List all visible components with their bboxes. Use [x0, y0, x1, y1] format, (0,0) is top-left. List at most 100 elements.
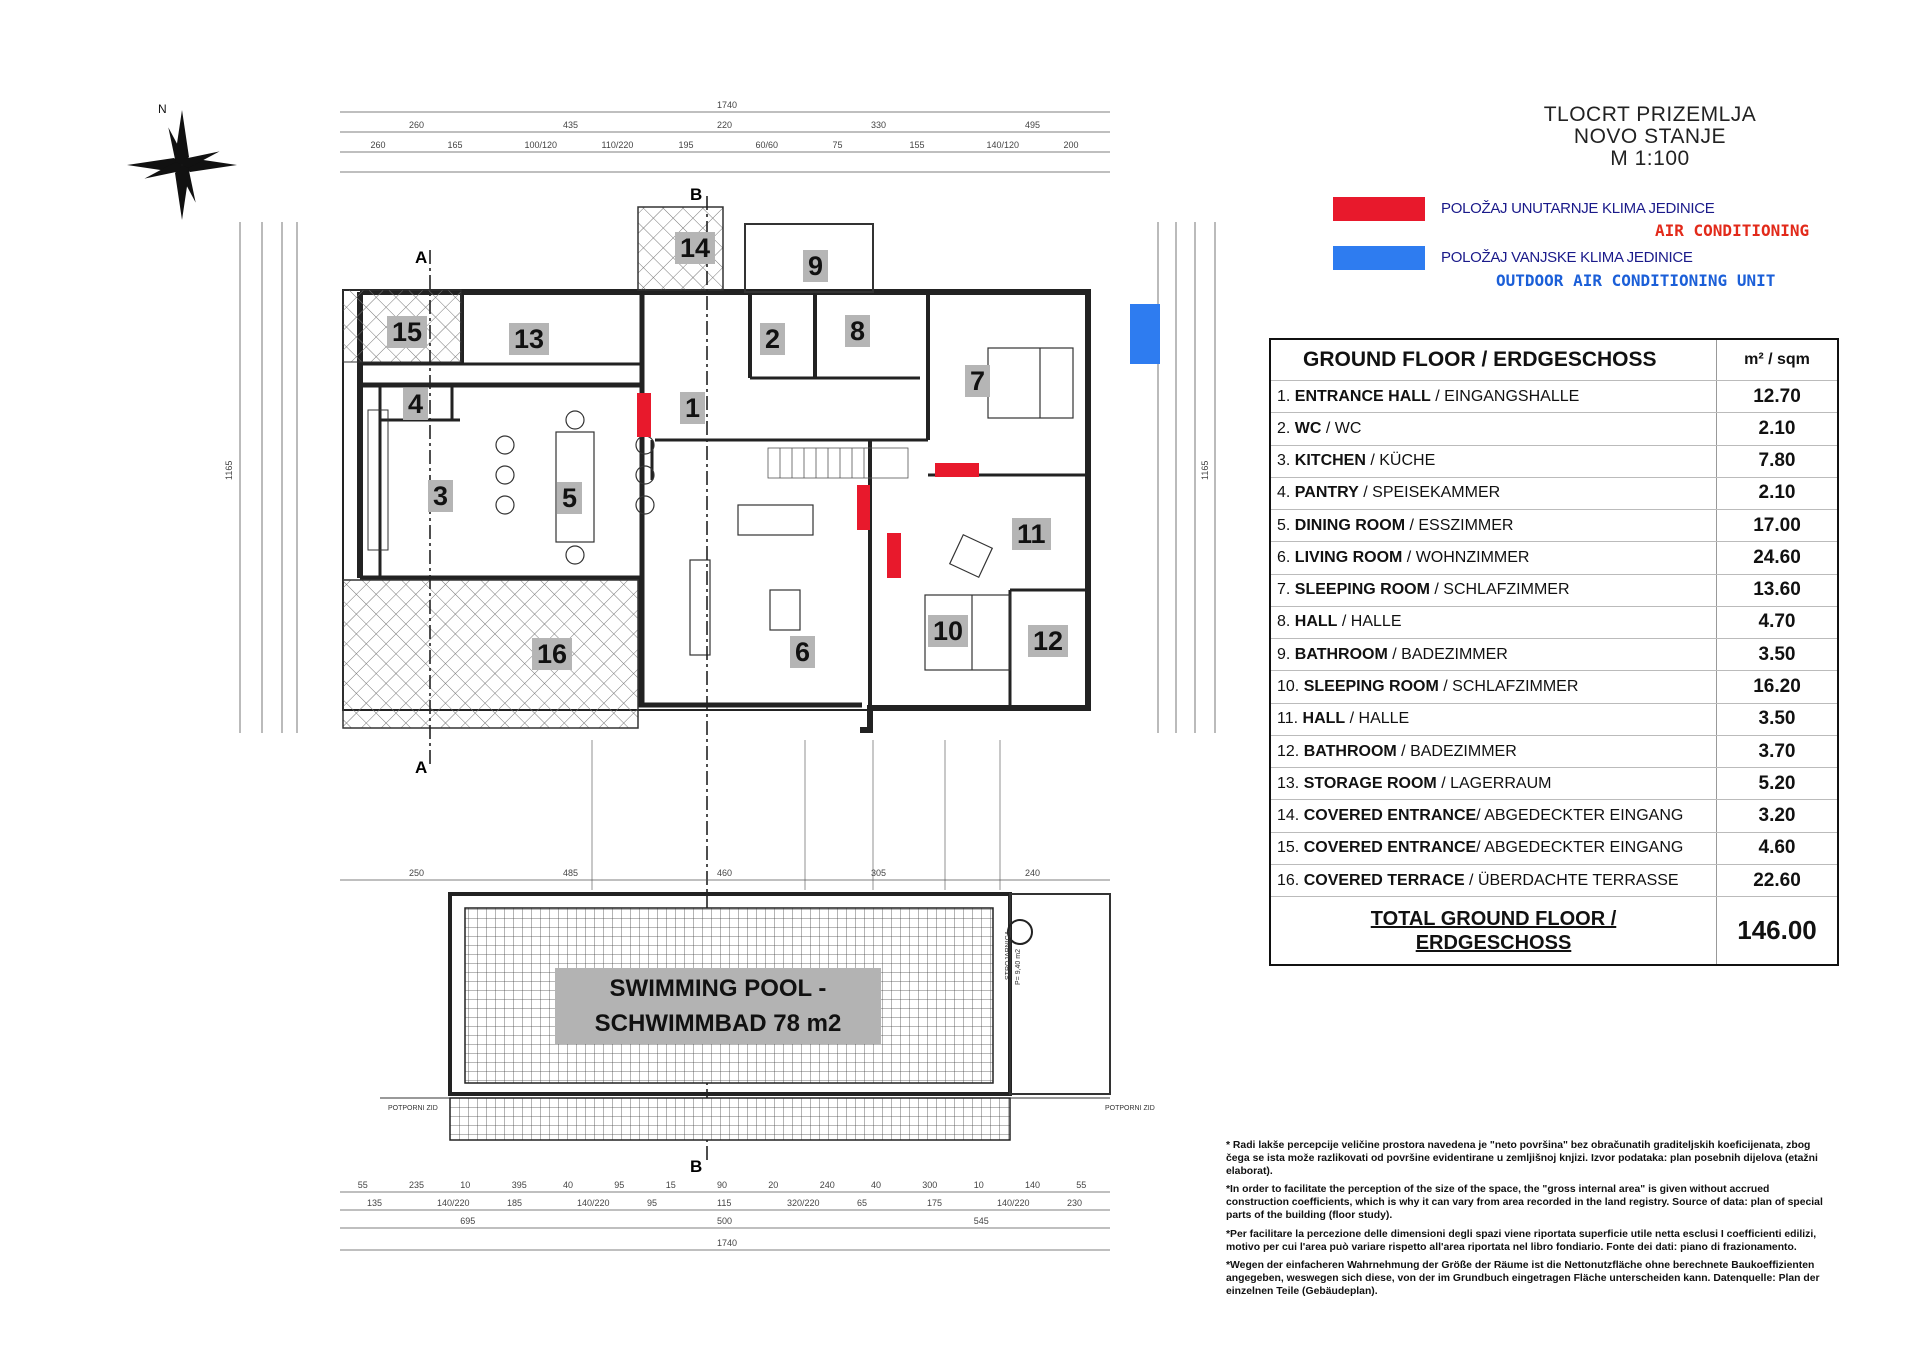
room-name-de: ESSZIMMER [1418, 516, 1514, 534]
room-area-cell: 3.70 [1716, 735, 1837, 769]
room-number: 1. [1277, 387, 1291, 405]
indoor-ac-label: POLOŽAJ UNUTARNJE KLIMA JEDINICE [1441, 200, 1715, 217]
room-number: 5. [1277, 516, 1291, 534]
room-label-3: 3 [428, 480, 454, 512]
bottom-dim-3: 500 [717, 1216, 732, 1226]
bottom-dim-1: 10 [974, 1180, 984, 1190]
top-dim-2: 260 [371, 140, 386, 150]
left-dimension-lines [239, 222, 298, 733]
room-number: 12. [1277, 742, 1300, 760]
top-dim-1: 435 [563, 120, 578, 130]
indoor-ac-sublabel: AIR CONDITIONING [1655, 221, 1810, 240]
bottom-dim-2: 140/220 [997, 1198, 1030, 1208]
top-dim-2: 100/120 [525, 140, 558, 150]
room-name-cell: 10. SLEEPING ROOM / SCHLAFZIMMER [1271, 670, 1717, 704]
room-name-de: HALLE [1350, 613, 1402, 631]
bottom-total-width-dim: 1740 [717, 1238, 737, 1248]
building-walls [342, 289, 1091, 733]
room-name-separator: / [1387, 645, 1402, 663]
bottom-dimension-lines [340, 1191, 1110, 1251]
outdoor-ac-swatch [1333, 246, 1425, 270]
room-name-de: ABGEDECKTER EINGANG [1484, 839, 1684, 857]
room-name-en: STORAGE ROOM [1303, 774, 1437, 792]
room-name-de: KÜCHE [1379, 452, 1436, 470]
bottom-dim-1: 55 [1076, 1180, 1086, 1190]
room-area-cell: 4.70 [1716, 606, 1837, 640]
room-number: 6. [1277, 548, 1291, 566]
pool-pump-icon [1007, 919, 1033, 945]
top-dim-2: 200 [1064, 140, 1079, 150]
room-label-2: 2 [760, 323, 786, 355]
room-name-en: BATHROOM [1303, 742, 1397, 760]
total-area: 146.00 [1716, 896, 1837, 964]
top-dim-2: 60/60 [756, 140, 779, 150]
room-number: 3. [1277, 452, 1291, 470]
title-line-2: NOVO STANJE [1573, 125, 1727, 148]
room-label-4: 4 [403, 388, 429, 420]
room-name-de: ÜBERDACHTE TERRASSE [1477, 871, 1679, 889]
top-dim-1: 330 [871, 120, 886, 130]
pool-label-line-1: SWIMMING POOL - [609, 975, 827, 1002]
room-name-separator: / [1476, 839, 1485, 857]
bottom-dim-2: 230 [1067, 1198, 1082, 1208]
room-name-de: WOHNZIMMER [1415, 548, 1530, 566]
bottom-dim-1: 95 [614, 1180, 624, 1190]
room-label-10: 10 [928, 615, 969, 647]
room-name-cell: 6. LIVING ROOM / WOHNZIMMER [1271, 541, 1717, 575]
top-dim-2: 195 [679, 140, 694, 150]
top-dim-1: 220 [717, 120, 732, 130]
pool-dim: 305 [871, 868, 886, 878]
stairs [767, 447, 909, 479]
bottom-dim-2: 140/220 [577, 1198, 610, 1208]
bottom-dim-1: 20 [768, 1180, 778, 1190]
room-area-cell: 12.70 [1716, 380, 1837, 414]
room-label-16: 16 [532, 638, 573, 670]
pool-dim: 240 [1025, 868, 1040, 878]
outdoor-ac-label: POLOŽAJ VANJSKE KLIMA JEDINICE [1441, 249, 1693, 266]
room-area-cell: 13.60 [1716, 574, 1837, 607]
table-unit-header: m² / sqm [1716, 340, 1837, 381]
note-de: *Wegen der einfacheren Wahrnehmung der G… [1226, 1260, 1820, 1297]
room-name-en: COVERED ENTRANCE [1303, 839, 1477, 857]
section-b-bottom: B [690, 1157, 702, 1176]
room-name-en: SLEEPING ROOM [1294, 581, 1430, 599]
bottom-dim-1: 10 [460, 1180, 470, 1190]
room-name-separator: / [1337, 613, 1351, 631]
room-name-cell: 13. STORAGE ROOM / LAGERRAUM [1271, 767, 1717, 801]
kitchen-counter [367, 409, 389, 551]
total-label-line-2: ERDGESCHOSS [1415, 931, 1572, 954]
pool-dim: 485 [563, 868, 578, 878]
room-name-en: COVERED ENTRANCE [1303, 807, 1477, 825]
room-name-cell: 9. BATHROOM / BADEZIMMER [1271, 638, 1717, 672]
bottom-dim-1: 55 [358, 1180, 368, 1190]
pool-dim: 460 [717, 868, 732, 878]
room-number: 10. [1277, 678, 1300, 696]
bottom-dim-1: 395 [512, 1180, 527, 1190]
top-dim-2: 110/220 [602, 140, 634, 150]
room-number: 4. [1277, 484, 1291, 502]
bottom-dim-1: 300 [922, 1180, 937, 1190]
room-name-de: SCHLAFZIMMER [1443, 581, 1570, 599]
room-name-separator: / [1476, 807, 1485, 825]
section-a-bottom: A [415, 758, 427, 777]
room-name-en: BATHROOM [1294, 645, 1388, 663]
room-name-cell: 15. COVERED ENTRANCE/ ABGEDECKTER EINGAN… [1271, 832, 1717, 865]
right-total-dim: 1165 [1200, 461, 1210, 480]
note-it: *Per facilitare la percezione delle dime… [1226, 1228, 1817, 1253]
room-name-en: LIVING ROOM [1294, 548, 1403, 566]
room-name-cell: 8. HALL / HALLE [1271, 606, 1717, 640]
bottom-dim-2: 185 [507, 1198, 522, 1208]
room-area-cell: 5.20 [1716, 767, 1837, 801]
armchair-icon [948, 533, 994, 579]
bottom-dim-2: 140/220 [437, 1198, 470, 1208]
top-dimension-lines [340, 111, 1110, 173]
top-dim-1: 495 [1025, 120, 1040, 130]
